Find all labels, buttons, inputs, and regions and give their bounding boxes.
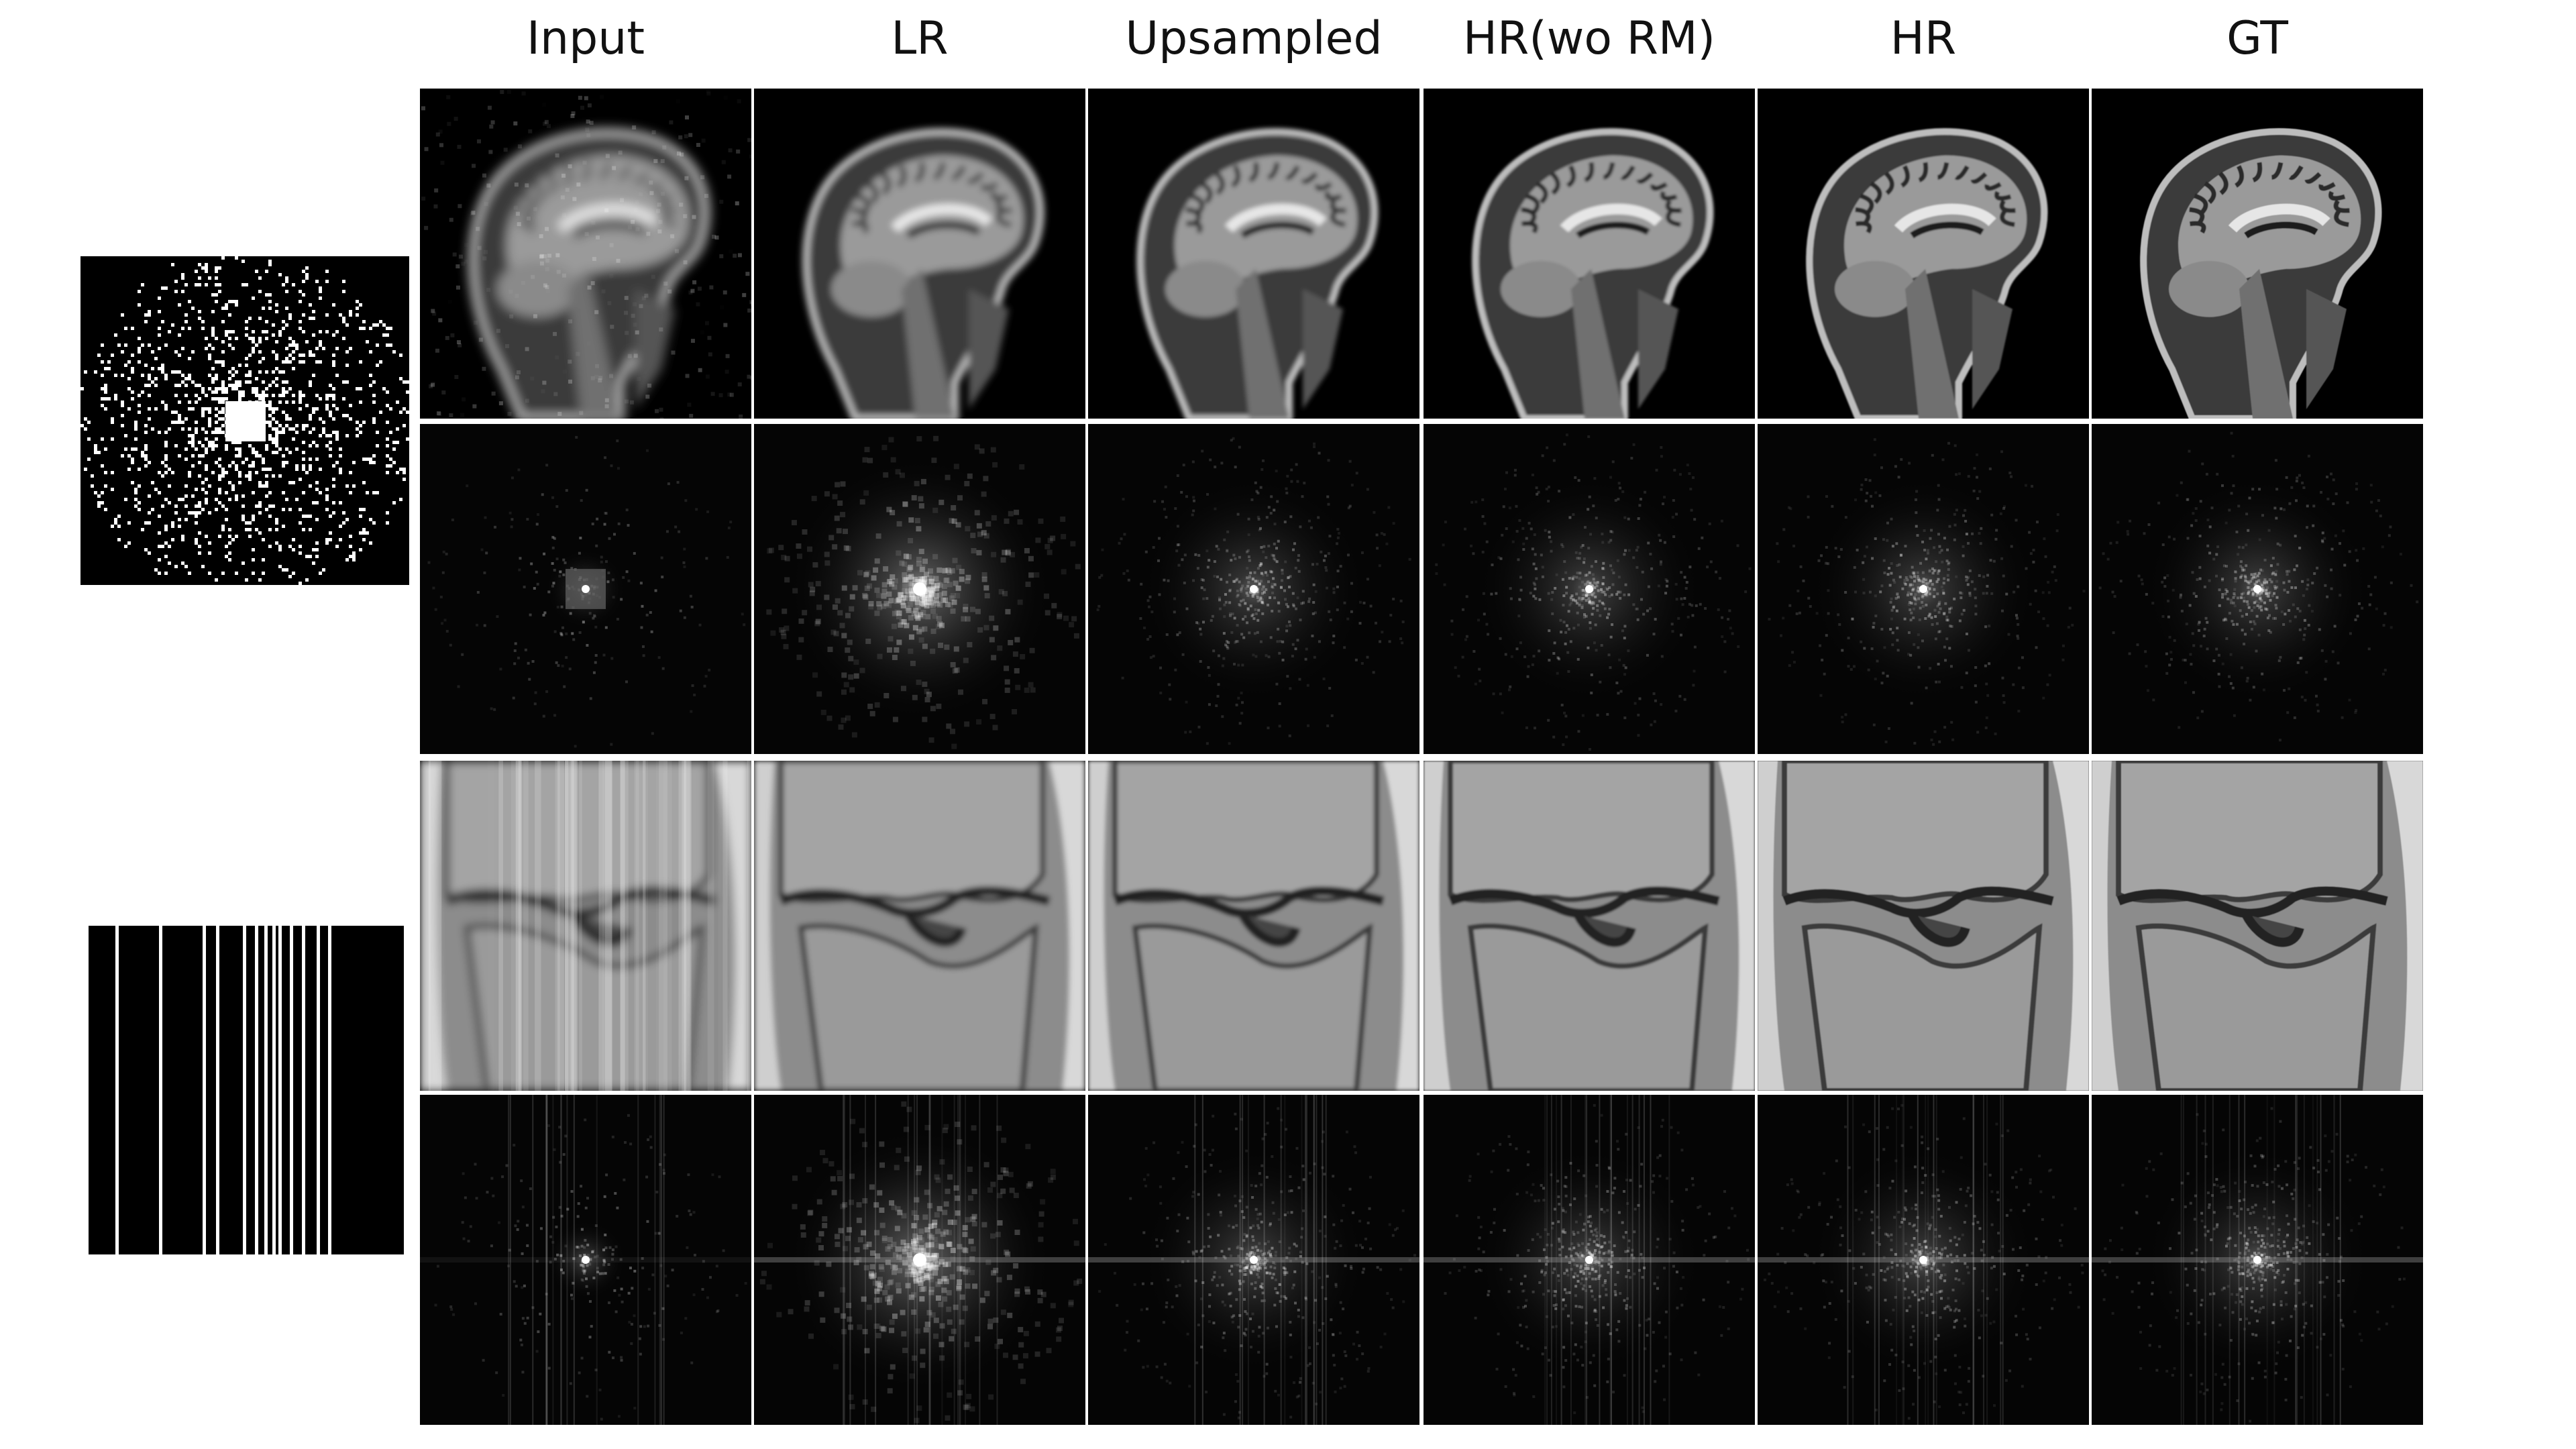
column-title: HR(wo RM) bbox=[1462, 12, 1716, 65]
knee-image bbox=[1088, 761, 1419, 1091]
brain-image-tile bbox=[420, 89, 751, 419]
column-title: Input bbox=[526, 12, 645, 65]
brain-k-space bbox=[754, 424, 1085, 754]
knee-image-tile bbox=[1088, 761, 1419, 1091]
line-sampling-mask bbox=[89, 926, 404, 1254]
knee-image bbox=[1758, 761, 2089, 1091]
brain-k-space bbox=[1424, 424, 1755, 754]
knee-k-space bbox=[1088, 1095, 1419, 1425]
brain-k-space-tile bbox=[1088, 424, 1419, 754]
brain-image-tile bbox=[754, 89, 1085, 419]
brain-k-space bbox=[1088, 424, 1419, 754]
knee-image-tile bbox=[2092, 761, 2423, 1091]
column-title: LR bbox=[891, 12, 949, 65]
knee-image bbox=[2092, 761, 2423, 1091]
brain-k-space-tile bbox=[1424, 424, 1755, 754]
knee-k-space bbox=[1424, 1095, 1755, 1425]
brain-image-tile bbox=[1088, 89, 1419, 419]
knee-k-space-tile bbox=[420, 1095, 751, 1425]
knee-k-space-tile bbox=[1424, 1095, 1755, 1425]
knee-k-space-tile bbox=[1758, 1095, 2089, 1425]
knee-image-tile bbox=[1758, 761, 2089, 1091]
brain-k-space-tile bbox=[1758, 424, 2089, 754]
brain-image bbox=[2140, 128, 2382, 419]
knee-k-space bbox=[2092, 1095, 2423, 1425]
brain-k-space bbox=[1758, 424, 2089, 754]
random-sampling-mask bbox=[80, 256, 409, 585]
brain-image bbox=[1136, 128, 1379, 419]
column-title: GT bbox=[2226, 12, 2288, 65]
brain-image bbox=[1472, 128, 1714, 419]
knee-image bbox=[420, 761, 751, 1091]
brain-k-space bbox=[2092, 424, 2423, 754]
column-title: HR bbox=[1890, 12, 1957, 65]
knee-image-tile bbox=[754, 761, 1085, 1091]
knee-k-space bbox=[420, 1095, 751, 1425]
brain-image-tile bbox=[1424, 89, 1755, 419]
knee-k-space bbox=[1758, 1095, 2089, 1425]
knee-image-tile bbox=[1424, 761, 1755, 1091]
knee-k-space-tile bbox=[2092, 1095, 2423, 1425]
brain-image bbox=[802, 128, 1044, 419]
knee-k-space-tile bbox=[754, 1095, 1085, 1425]
knee-k-space bbox=[754, 1095, 1085, 1425]
brain-k-space-tile bbox=[420, 424, 751, 754]
brain-k-space-tile bbox=[754, 424, 1085, 754]
brain-image-tile bbox=[2092, 89, 2423, 419]
brain-k-space-tile bbox=[2092, 424, 2423, 754]
knee-image bbox=[1424, 761, 1755, 1091]
column-title: Upsampled bbox=[1125, 12, 1383, 65]
random-mask-pattern bbox=[80, 256, 409, 585]
knee-k-space-tile bbox=[1088, 1095, 1419, 1425]
knee-image bbox=[754, 761, 1085, 1091]
brain-image bbox=[1806, 128, 2048, 419]
knee-image-tile bbox=[420, 761, 751, 1091]
line-mask-pattern bbox=[89, 926, 404, 1254]
brain-image bbox=[421, 90, 751, 419]
brain-k-space bbox=[420, 424, 751, 754]
brain-image-tile bbox=[1758, 89, 2089, 419]
